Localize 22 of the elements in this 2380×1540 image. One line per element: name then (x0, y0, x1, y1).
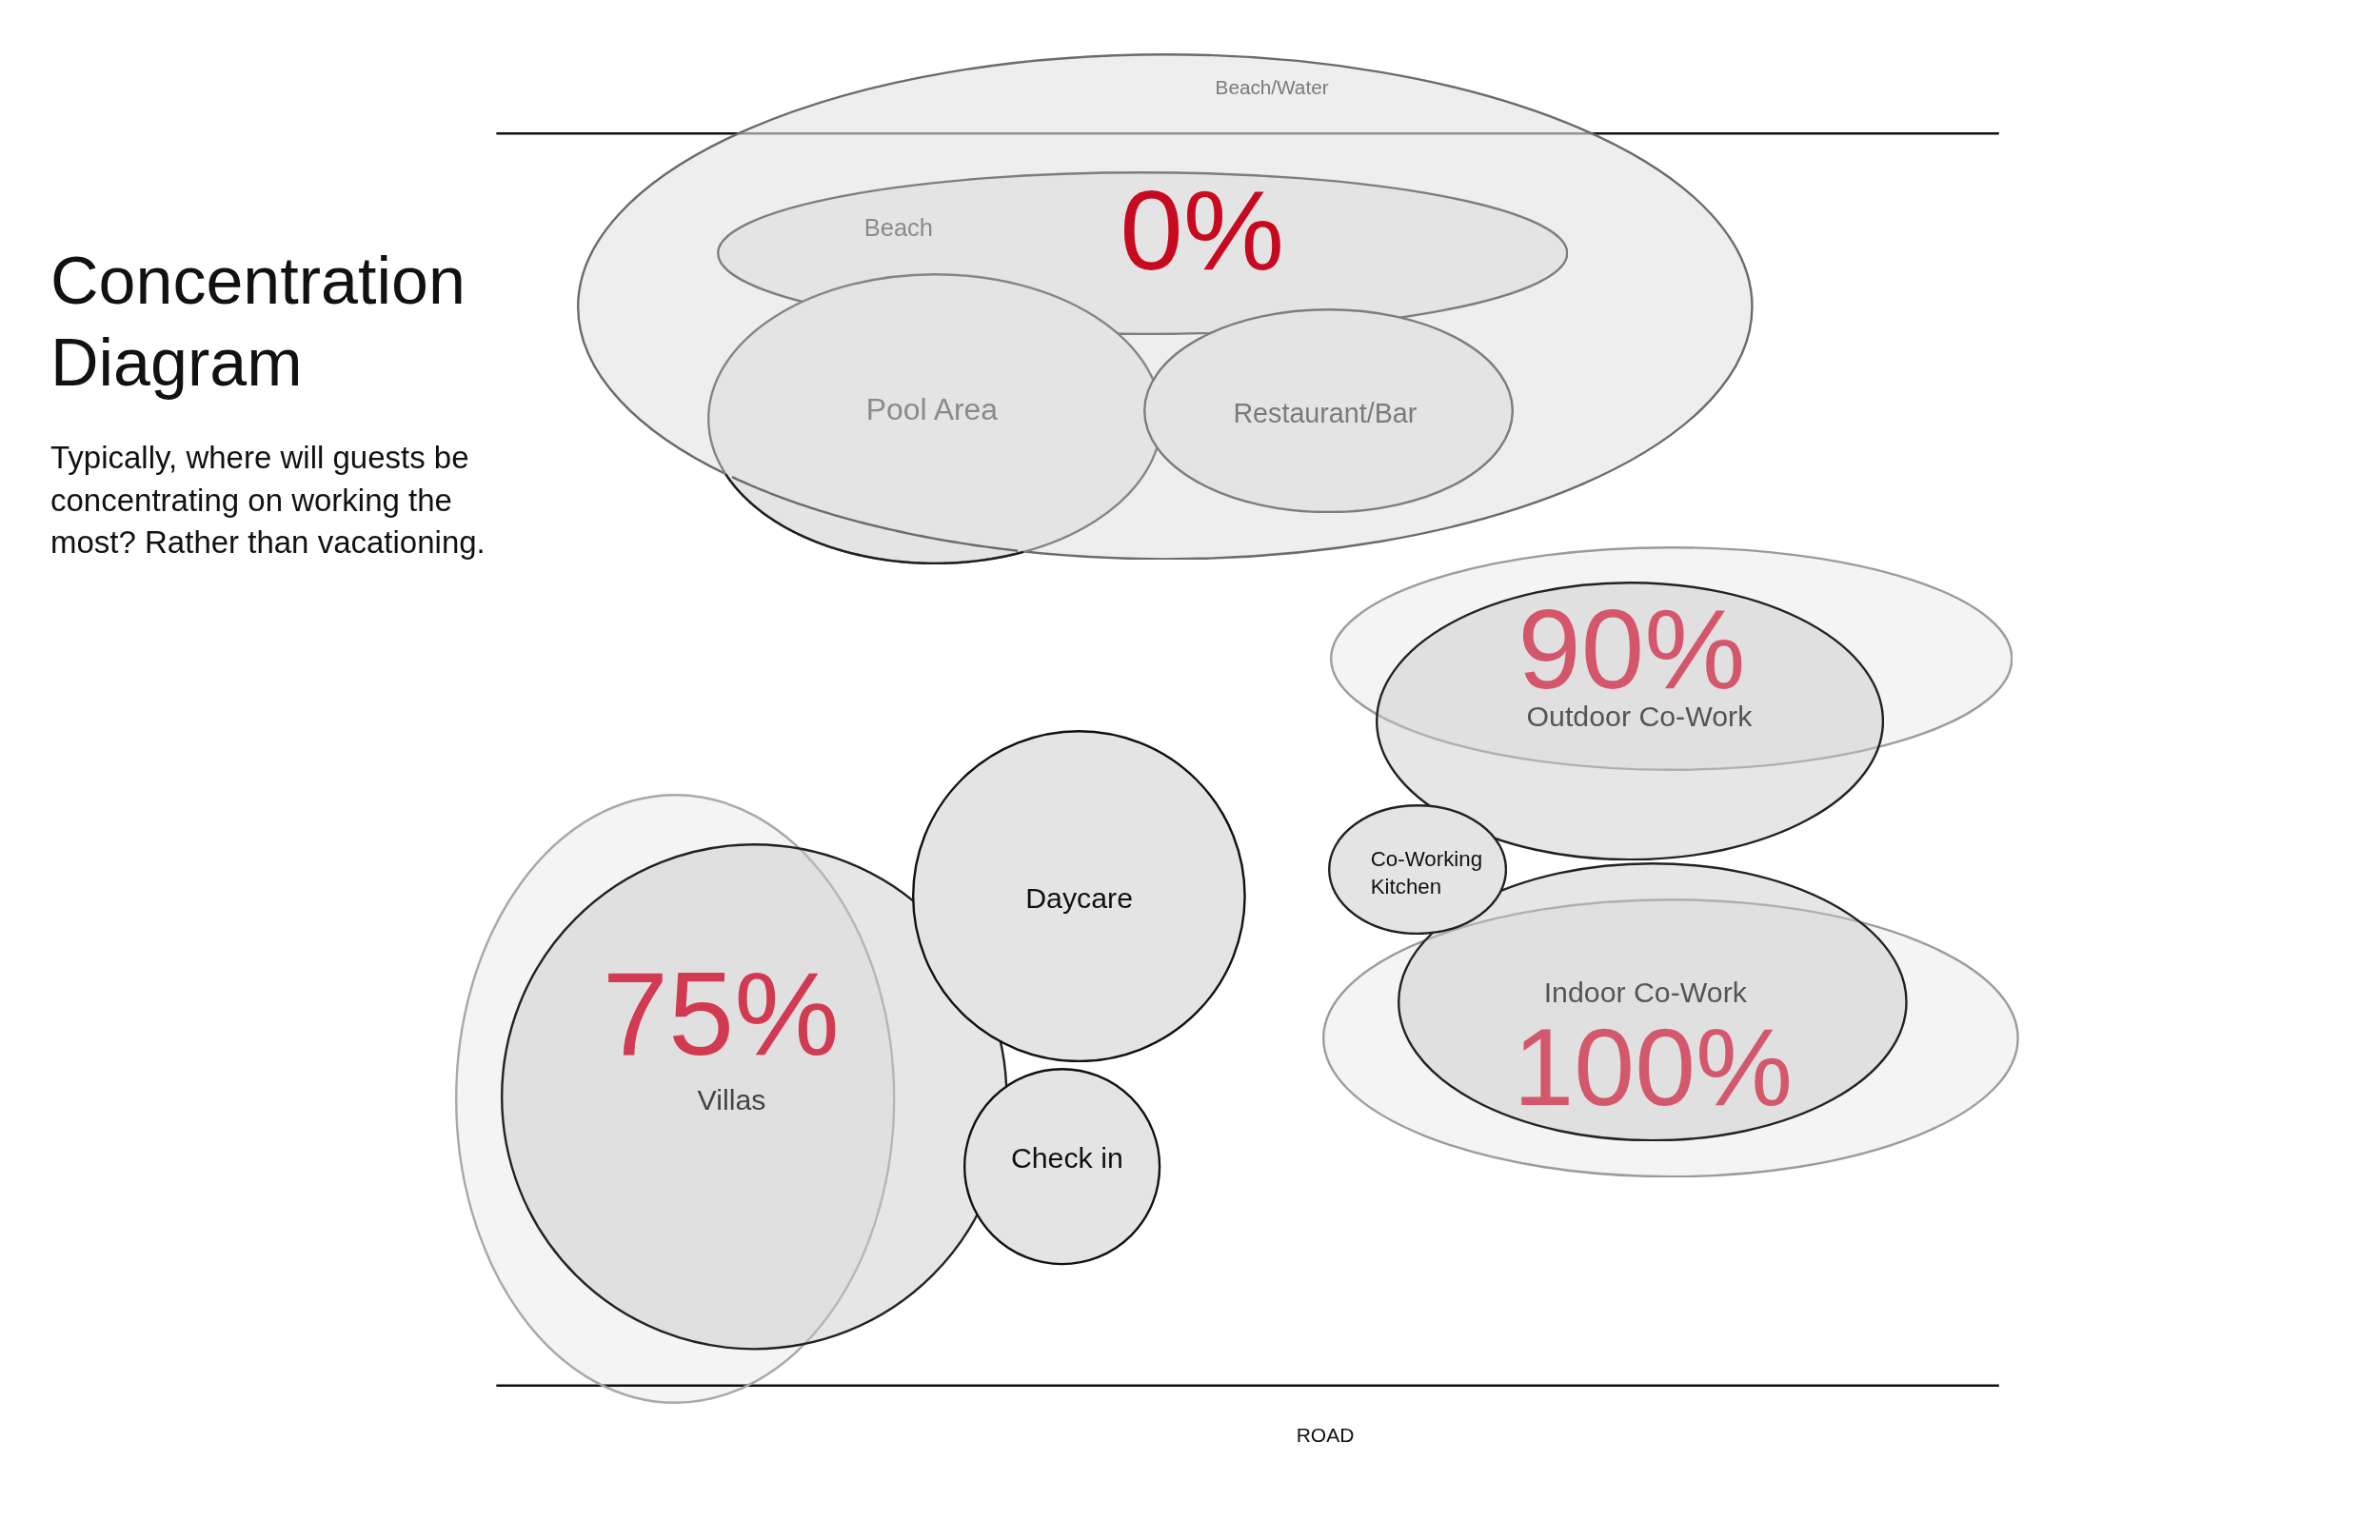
zone-label: Restaurant/Bar (1233, 396, 1418, 429)
percentage-label: 0% (1120, 185, 1285, 277)
percentage-label: 100% (1513, 1024, 1794, 1113)
zone-bubble (963, 1068, 1161, 1266)
zone-bubble (912, 729, 1246, 1063)
zone-label: Check in (1010, 1140, 1123, 1175)
zone-label: Beach (863, 212, 933, 243)
description-text: Typically, where will guests be concentrating on working the most? Rather than vacationing. (50, 439, 486, 563)
diagram-title: Concentration Diagram (50, 243, 466, 402)
zone-bubble (1142, 307, 1514, 513)
zone-bubble (501, 843, 1008, 1351)
percentage-label: 90% (1517, 603, 1746, 696)
zone-label: Indoor Co-Work (1543, 975, 1747, 1010)
zone-label: Beach/Water (1215, 76, 1329, 100)
zone-label: Co-Working Kitchen (1370, 846, 1484, 901)
zone-label: Outdoor Co-Work (1526, 699, 1753, 734)
zone-label: Daycare (1025, 880, 1133, 916)
zone-label: Pool Area (865, 391, 999, 428)
percentage-label: 75% (602, 966, 840, 1061)
zone-bubble (1328, 804, 1508, 936)
road-label: ROAD (1296, 1424, 1355, 1447)
zone-label: Villas (697, 1082, 766, 1117)
